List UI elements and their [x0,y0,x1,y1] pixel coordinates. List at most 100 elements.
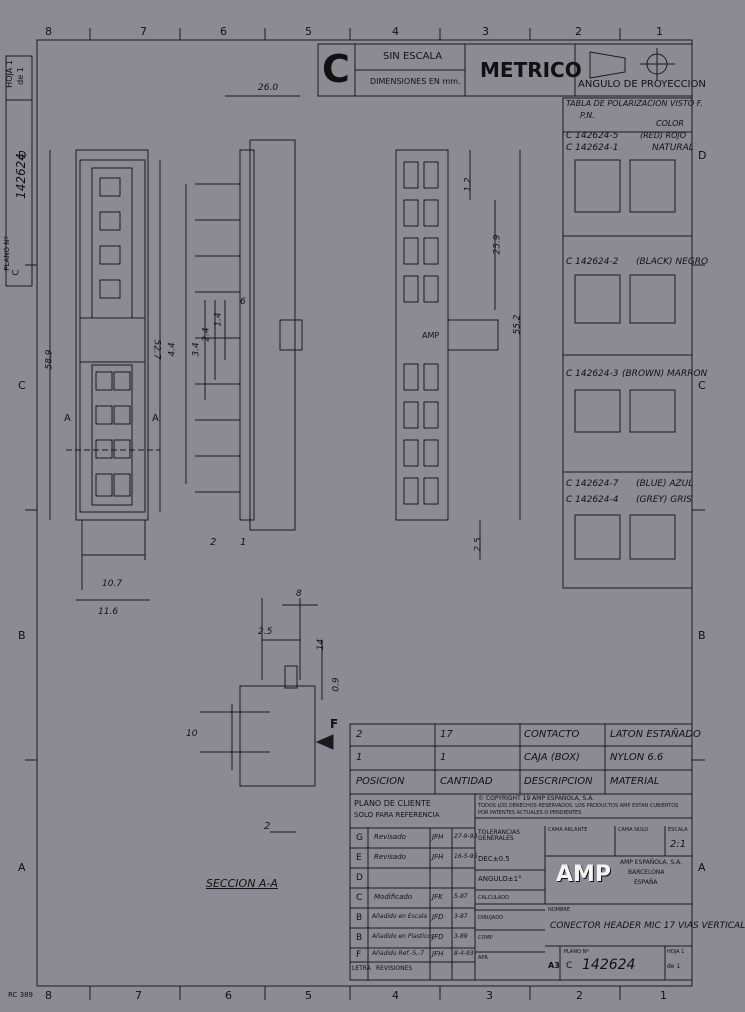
sheet-label-de: de 1 [15,67,25,85]
revision-letter: D [356,873,363,883]
grid-col-top-5: 5 [305,25,312,38]
dim-4-4: 4.4 [167,342,178,357]
letra-label: LETRA [352,965,371,972]
grid-col-bottom-6: 6 [225,989,232,1002]
callout-1: 1 [240,537,247,548]
grid-row-left-a: A [18,861,26,874]
revision-letter: C [356,893,363,903]
calculado-label: CALCULADO [478,895,509,901]
de-label: de 1 [667,963,681,970]
projection-symbol-icon [588,48,678,80]
grid-row-left-d: D [18,149,27,162]
dim-2-4: 2.4 [201,327,212,342]
apr-label: APR [478,955,488,961]
materials-header-pos: POSICION [356,776,405,787]
projection-angle-label: ANGULO DE PROYECCION [578,79,706,90]
materials-row-desc: CAJA (BOX) [524,752,580,763]
grid-row-left-c: C [18,379,26,392]
dim-14: 14 [316,638,327,651]
section-a-right: A [152,413,159,424]
company-name: AMP ESPAÑOLA, S.A. [620,859,682,866]
solo-referencia-label: SOLO PARA REFERENCIA [354,811,440,819]
grid-col-bottom-7: 7 [135,989,142,1002]
materials-row-qty: 1 [440,752,447,763]
revision-text: Modificado [374,893,413,901]
polarization-row-pn: C 142624-3 [566,369,619,379]
rights-text: TODOS LOS DERECHOS RESERVADOS. LOS PRODU… [478,803,679,809]
footer-code: RC 389 [8,991,33,999]
polarization-row-color: (BLACK) NEGRO [636,257,709,267]
polarization-row-color: (RED) ROJO [640,131,687,140]
polarization-row-pn: C 142624-5 [566,131,619,141]
revision-letter: F [356,950,362,960]
amp-logo: AMP [556,862,612,887]
drawing-name: CONECTOR HEADER MIC 17 VIAS VERTICAL [550,921,745,931]
revision-date: 5-87 [454,893,468,900]
revision-by: JFD [432,913,444,921]
plano-number-label: PLANO Nº [564,949,589,955]
polarization-col-pn: P.N. [580,111,595,120]
dim-6: 6 [240,297,246,307]
angulo-tolerance-label: ANGULO±1° [478,875,522,883]
revision-text: Añadido Ref.-5,-7 [372,950,425,957]
grid-col-top-2: 2 [575,25,582,38]
sheet-label-hoja: HOJA 1 [4,60,14,88]
sheet-label-letter: C [11,269,22,276]
grid-col-bottom-4: 4 [392,989,399,1002]
polarization-row-pn: C 142624-2 [566,257,619,267]
revision-date: 3-89 [454,933,468,940]
grid-col-top-6: 6 [220,25,227,38]
dim-2-5-a: 2.5 [473,537,484,552]
dim-1-4: 1.4 [213,312,224,327]
plano-number: 142624 [582,957,636,973]
sheet-label-plano: PLANO Nº [2,236,11,271]
copyright-text: © COPYRIGHT 19 AMP ESPAÑOLA, S.A. [478,795,595,802]
revision-by: JFD [432,933,444,941]
dim-10: 10 [186,729,198,739]
materials-row-mat: NYLON 6.6 [610,752,664,763]
plano-letter: C [566,961,573,971]
grid-col-top-3: 3 [482,25,489,38]
company-country: ESPAÑA [634,879,658,886]
polarization-row-color: (BROWN) MARRON [622,369,708,379]
dim-0-9: 0.9 [331,677,342,692]
grid-col-top-8: 8 [45,25,52,38]
polarization-row-color: (GREY) GRIS [636,495,692,505]
grid-col-top-4: 4 [392,25,399,38]
grid-row-right-c: C [698,379,706,392]
materials-row-qty: 17 [440,729,453,740]
materials-row-pos: 2 [356,729,363,740]
dim-2: 2 [264,821,271,832]
polarization-row-pn: C 142624-7 [566,479,619,489]
revision-letter: E [356,853,362,863]
amp-mark: AMP [422,331,440,340]
materials-row-pos: 1 [356,752,363,763]
drawing-linework [5,28,705,1000]
grid-col-bottom-8: 8 [45,989,52,1002]
hoja-label: HOJA 1 [667,949,685,955]
grid-col-bottom-2: 2 [576,989,583,1002]
section-a-left: A [64,413,71,424]
sheet-size: A3 [548,961,560,970]
grid-row-right-a: A [698,861,706,874]
grid-col-bottom-3: 3 [486,989,493,1002]
dimensiones-label: DIMENSIONES EN mm. [370,77,461,86]
polarization-row-pn: C 142624-1 [566,143,619,153]
materials-header-desc: DESCRIPCION [524,776,593,787]
dim-52-7: 52.7 [151,339,162,360]
materials-row-mat: LATON ESTAÑADO [610,729,701,740]
revision-by: JFH [432,833,444,841]
dec-label: DEC±0.5 [478,855,510,863]
polarization-row-color: NATURAL [652,143,694,153]
size-letter: C [322,47,350,91]
polarization-col-color: COLOR [656,119,684,128]
revision-text: Revisado [374,853,406,861]
dim-10-7: 10.7 [102,579,123,589]
revision-date: 27-9-93 [454,833,478,840]
nombre-label: NOMBRE [548,907,571,913]
grid-row-right-b: B [698,629,706,642]
dim-55-2: 55.2 [512,314,523,335]
sheet-label-number: 142624 [13,153,28,199]
revision-text: Añadido en Plasticos [372,933,435,940]
materials-row-desc: CONTACTO [524,729,580,740]
